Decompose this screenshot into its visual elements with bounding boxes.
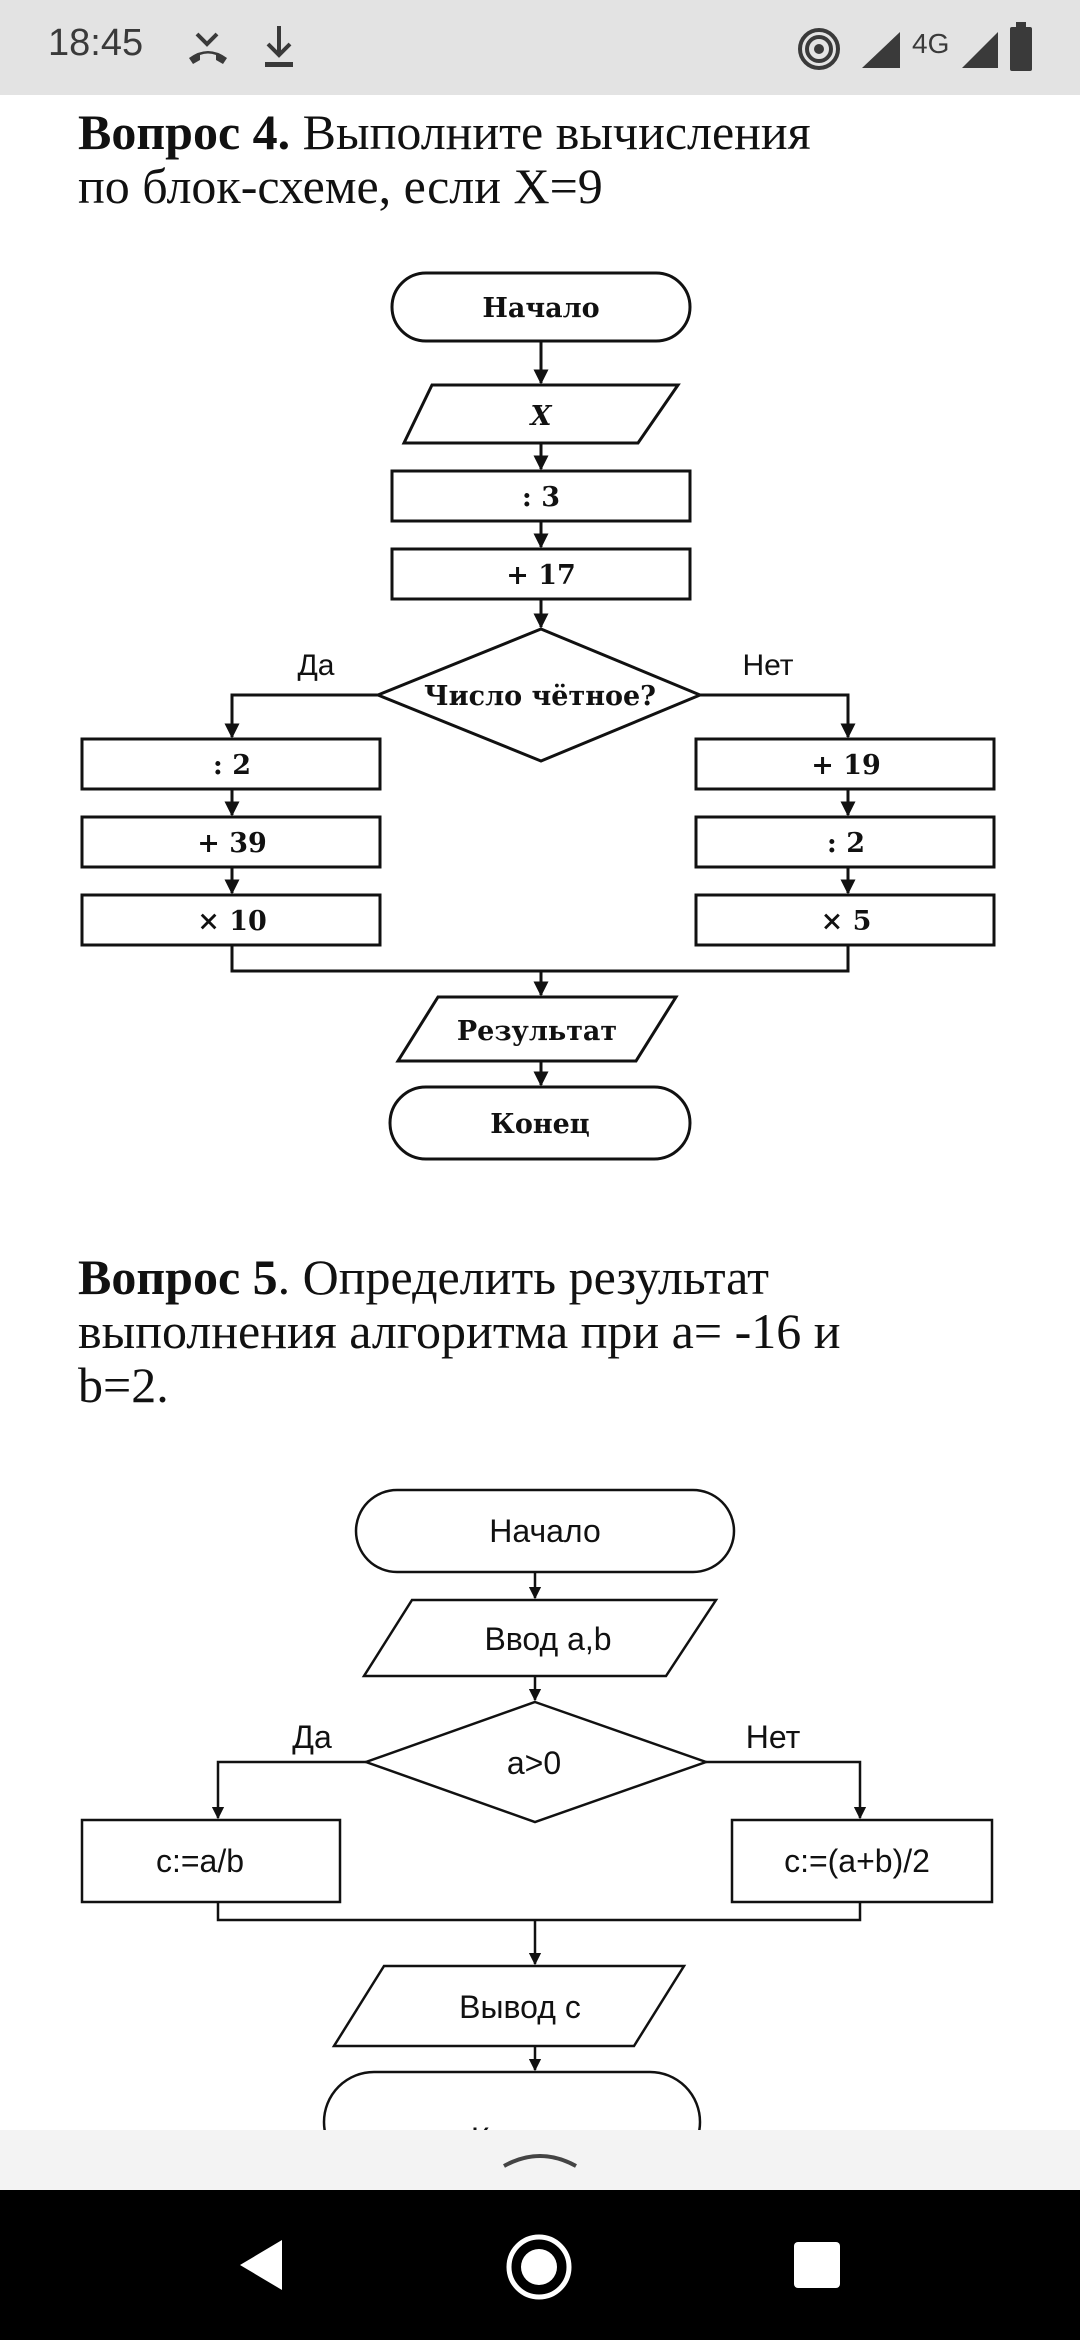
fc1-step1-node <box>390 469 692 523</box>
question5-line2: выполнения алгоритма при a= -16 и <box>78 1303 841 1359</box>
fc1-no-label3: × 5 <box>821 906 872 937</box>
fc1-yes-edge-label: Да <box>297 649 334 682</box>
fc2-no-action-node <box>730 1818 994 1904</box>
back-button[interactable] <box>232 2236 288 2294</box>
chevron-up-icon[interactable] <box>500 2142 580 2170</box>
question5-text: Вопрос 5. Определить результат выполнени… <box>78 1250 840 1412</box>
home-button[interactable] <box>504 2232 574 2302</box>
fc2-end-label: Конец <box>471 2121 561 2130</box>
fc2-no-action-label: c:=(a+b)/2 <box>784 1843 930 1879</box>
fc2-output-node <box>331 1964 687 2048</box>
fc1-no-box2 <box>694 815 996 869</box>
fc2-input-label: Ввод a,b <box>484 1621 611 1657</box>
fc2-yes-edge-label: Да <box>292 1719 332 1755</box>
fc2-input-node <box>361 1598 719 1678</box>
fc2-decision-node <box>362 1700 710 1824</box>
question4-text: Вопрос 4. Выполните вычисления по блок-с… <box>78 105 811 213</box>
fc1-end-node <box>388 1085 692 1161</box>
hotspot-icon <box>798 28 840 70</box>
signal-icon <box>862 32 900 68</box>
fc1-start-label: Начало <box>482 293 599 324</box>
fc2-yes-action-label: c:=a/b <box>156 1843 244 1879</box>
question4-line1: Выполните вычисления <box>302 104 811 160</box>
fc1-no-label1: + 19 <box>811 750 881 781</box>
fc2-end-node <box>322 2070 702 2130</box>
fc2-no-edge-label: Нет <box>746 1719 801 1755</box>
fc2-start-node <box>354 1488 736 1574</box>
fc1-input-node <box>401 383 681 445</box>
network-type: 4G <box>912 28 950 59</box>
question5-title: Вопрос 5 <box>78 1249 278 1305</box>
fc1-output-label: Результат <box>457 1016 617 1047</box>
missed-call-icon <box>189 32 227 64</box>
battery-icon <box>1010 22 1032 71</box>
fc1-yes-label3: × 10 <box>197 906 267 937</box>
navigation-bar <box>0 2190 1080 2340</box>
fc1-input-label: X <box>529 401 553 432</box>
fc1-decision-node <box>374 627 704 763</box>
fc1-no-edge-label: Нет <box>742 649 793 682</box>
fc1-step2-label: + 17 <box>506 560 576 591</box>
question4-title: Вопрос 4. <box>78 104 291 160</box>
fc1-step2-node <box>390 547 692 601</box>
recents-button[interactable] <box>792 2240 842 2290</box>
content-area[interactable]: Вопрос 4. Выполните вычисления по блок-с… <box>0 95 1080 2130</box>
fc2-output-label: Вывод c <box>459 1989 581 2025</box>
status-time: 18:45 <box>48 22 144 64</box>
fc1-no-box1 <box>694 737 996 791</box>
fc1-step1-label: : 3 <box>522 482 560 513</box>
flowchart-question4: Начало X : 3 + 17 Число чётное? : 2 + 39… <box>80 271 996 1161</box>
fc2-decision-label: a>0 <box>507 1745 561 1781</box>
fc2-yes-action-node <box>80 1818 342 1904</box>
fc1-output-node <box>395 995 679 1063</box>
fc1-no-box3 <box>694 893 996 947</box>
fc1-decision-label: Число чётное? <box>424 681 656 712</box>
signal-icon <box>962 32 998 68</box>
fc1-yes-box1 <box>80 737 382 791</box>
question4-line2: по блок-схеме, если X=9 <box>78 158 603 214</box>
fc1-no-label2: : 2 <box>827 828 865 859</box>
fc1-end-label: Конец <box>490 1109 590 1140</box>
status-bar: 18:45 4G <box>0 0 1080 95</box>
fc1-yes-box2 <box>80 815 382 869</box>
question5-line3: b=2. <box>78 1357 169 1413</box>
flowchart-question5: Начало Ввод a,b a>0 Да Нет c:=a/b c:=(a+… <box>80 1488 994 2130</box>
question5-line1: . Определить результат <box>277 1249 769 1305</box>
fc2-start-label: Начало <box>489 1513 601 1549</box>
bottom-sheet-handle-area[interactable] <box>0 2130 1080 2190</box>
fc1-yes-label1: : 2 <box>213 750 251 781</box>
fc1-yes-label2: + 39 <box>197 828 267 859</box>
download-icon <box>265 26 293 67</box>
